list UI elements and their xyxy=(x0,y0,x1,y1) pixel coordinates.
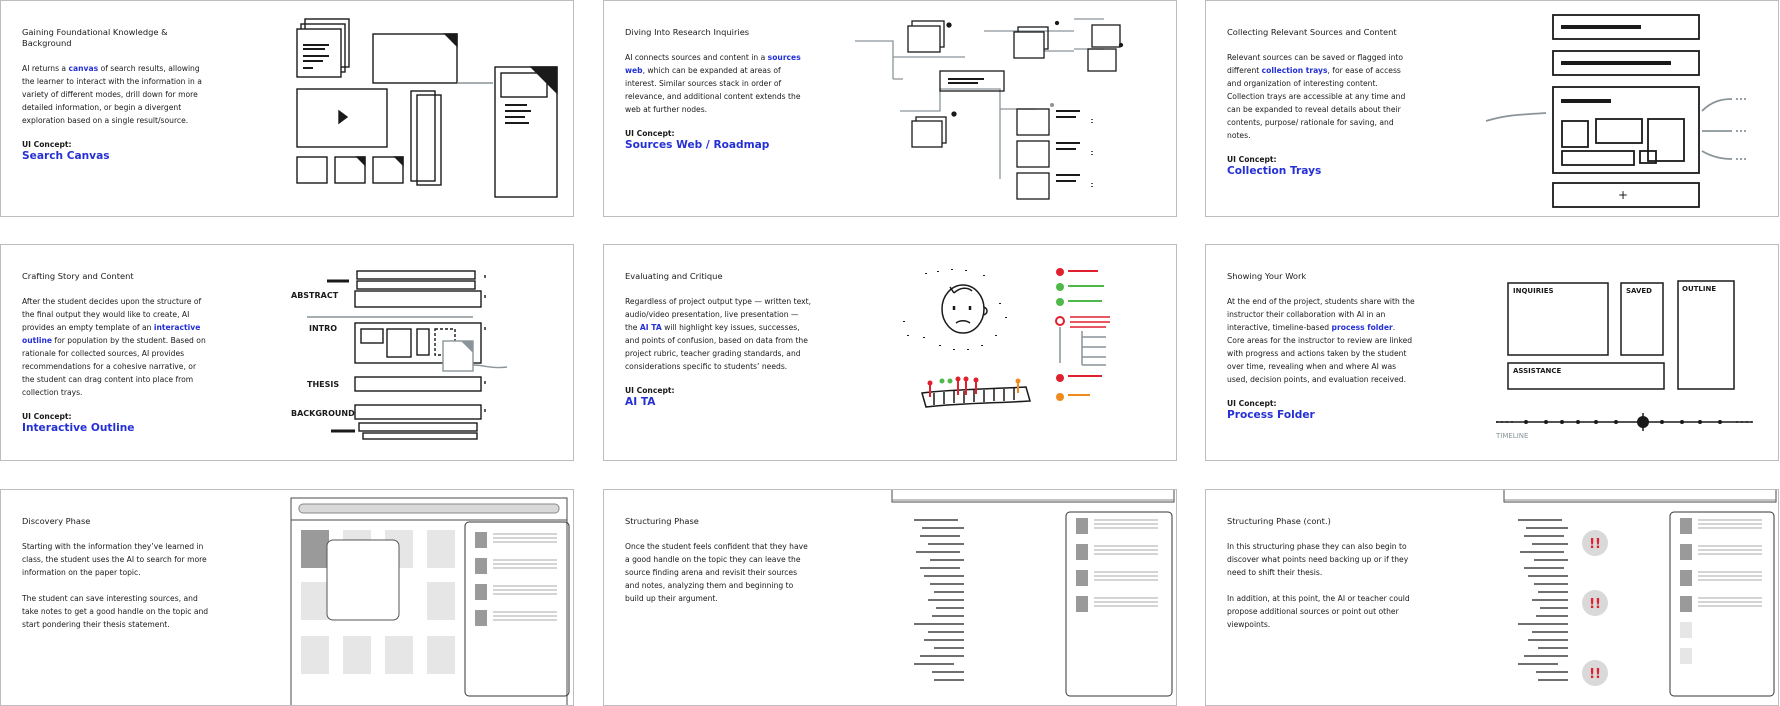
interactive-outline-sketch: ABSTRACT INTRO THESIS BACKGROUND xyxy=(291,270,508,440)
card-paragraph: In this structuring phase they can also … xyxy=(1227,542,1409,577)
card-search-canvas: Gaining Foundational Knowledge & Backgro… xyxy=(0,0,574,217)
card-paragraph: Starting with the information they’ve le… xyxy=(22,542,207,577)
concept-name: Sources Web / Roadmap xyxy=(625,139,770,151)
concept-label: UI Concept: xyxy=(1227,155,1277,164)
card-body: In this structuring phase they can also … xyxy=(1227,540,1415,631)
concept-name: AI TA xyxy=(625,396,656,408)
sketch-abstract-label: ABSTRACT xyxy=(291,291,339,300)
concept-label: UI Concept: xyxy=(625,386,675,395)
sketch-timeline-label: TIMELINE xyxy=(1495,432,1528,440)
card-body: AI connects sources and content in a sou… xyxy=(625,51,813,116)
sketch-inquiries-label: INQUIRIES xyxy=(1513,287,1554,295)
card-body: Regardless of project output type — writ… xyxy=(625,295,813,373)
card-body: After the student decides upon the struc… xyxy=(22,295,210,399)
sketch-assistance-label: ASSISTANCE xyxy=(1513,367,1561,375)
ta-face-icon xyxy=(941,284,988,334)
card-body: Starting with the information they’ve le… xyxy=(22,540,210,631)
card-sources-web: Diving Into Research Inquiries AI connec… xyxy=(603,0,1177,217)
card-title: Structuring Phase (cont.) xyxy=(1227,516,1331,526)
highlight-term: interactive outline xyxy=(22,323,201,345)
concept-name: Collection Trays xyxy=(1227,165,1322,177)
card-body: Once the student feels confident that th… xyxy=(625,540,813,605)
concept-name: Search Canvas xyxy=(22,150,110,162)
card-title: Collecting Relevant Sources and Content xyxy=(1227,27,1397,37)
card-paragraph: Relevant sources can be saved or flagged… xyxy=(1227,53,1406,140)
sketch-background-label: BACKGROUND xyxy=(291,409,355,418)
card-body: Relevant sources can be saved or flagged… xyxy=(1227,51,1415,142)
card-title: Discovery Phase xyxy=(22,516,91,526)
sketch-saved-label: SAVED xyxy=(1626,287,1652,295)
alert-mark: !! xyxy=(1589,597,1601,612)
card-process-folder: Showing Your Work At the end of the proj… xyxy=(1205,244,1779,461)
card-title: Diving Into Research Inquiries xyxy=(625,27,750,37)
card-paragraph: Regardless of project output type — writ… xyxy=(625,297,812,371)
card-paragraph: AI returns a canvas of search results, a… xyxy=(22,64,202,125)
alert-icon: !! !! !! xyxy=(1582,530,1608,686)
sources-web-sketch xyxy=(855,18,1124,200)
card-paragraph: At the end of the project, students shar… xyxy=(1227,297,1415,384)
highlight-term: collection trays xyxy=(1261,66,1328,75)
concept-name: Process Folder xyxy=(1227,409,1315,421)
card-body: At the end of the project, students shar… xyxy=(1227,295,1415,386)
sketch-outline-label: OUTLINE xyxy=(1682,285,1716,293)
card-title: Evaluating and Critique xyxy=(625,271,723,281)
card-interactive-outline: Crafting Story and Content After the stu… xyxy=(0,244,574,461)
card-structuring-phase-cont: Structuring Phase (cont.) In this struct… xyxy=(1205,489,1779,706)
search-canvas-sketch xyxy=(296,18,558,198)
card-collection-trays: Collecting Relevant Sources and Content … xyxy=(1205,0,1779,217)
card-title: Crafting Story and Content xyxy=(22,271,134,281)
highlight-term: canvas xyxy=(68,64,99,73)
alert-mark: !! xyxy=(1589,537,1601,552)
card-paragraph: AI connects sources and content in a sou… xyxy=(625,53,801,114)
card-title: Structuring Phase xyxy=(625,516,699,526)
highlight-term: process folder xyxy=(1331,323,1393,332)
card-title: Showing Your Work xyxy=(1227,271,1307,281)
ai-ta-sketch xyxy=(903,268,1110,408)
process-folder-sketch: INQUIRIES SAVED OUTLINE ASSISTANCE TIMEL… xyxy=(1495,280,1756,440)
sketch-plus-label: + xyxy=(1618,188,1628,202)
concept-label: UI Concept: xyxy=(22,412,72,421)
card-paragraph: Once the student feels confident that th… xyxy=(625,542,808,603)
highlight-term: AI TA xyxy=(639,323,662,332)
card-ai-ta: Evaluating and Critique Regardless of pr… xyxy=(603,244,1177,461)
card-title: Gaining Foundational Knowledge & Backgro… xyxy=(22,27,168,48)
alert-mark: !! xyxy=(1589,667,1601,682)
sketch-thesis-label: THESIS xyxy=(307,380,339,389)
card-paragraph: The student can save interesting sources… xyxy=(22,594,209,629)
concept-label: UI Concept: xyxy=(22,140,72,149)
card-discovery-phase: Discovery Phase Starting with the inform… xyxy=(0,489,574,706)
structuring-phase-wireframe xyxy=(891,490,1175,697)
structuring-cont-wireframe: !! !! !! xyxy=(1503,490,1777,697)
card-structuring-phase: Structuring Phase Once the student feels… xyxy=(603,489,1177,706)
discovery-phase-wireframe xyxy=(290,497,570,705)
card-body: AI returns a canvas of search results, a… xyxy=(22,62,210,127)
concept-label: UI Concept: xyxy=(1227,399,1277,408)
sketch-intro-label: INTRO xyxy=(309,324,337,333)
concept-name: Interactive Outline xyxy=(22,422,135,434)
card-paragraph: In addition, at this point, the AI or te… xyxy=(1227,594,1410,629)
card-paragraph: After the student decides upon the struc… xyxy=(22,297,206,397)
collection-trays-sketch: + xyxy=(1485,14,1746,208)
highlight-term: sources web xyxy=(625,53,801,75)
concept-label: UI Concept: xyxy=(625,129,675,138)
